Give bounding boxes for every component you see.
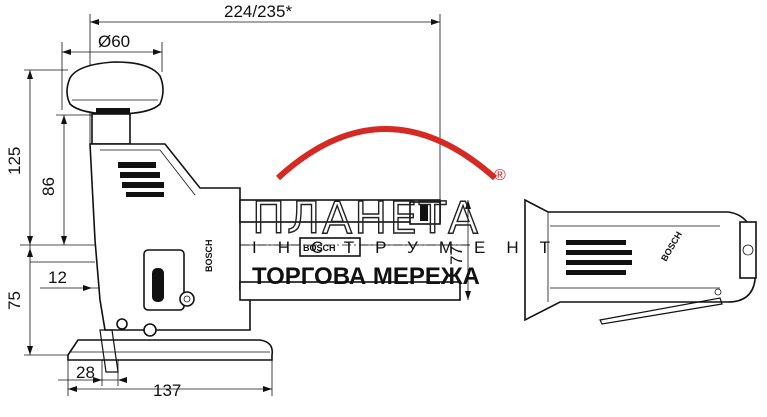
- dim-overall-length: 224/235*: [89, 2, 441, 215]
- overall-length-label: 224/235*: [224, 2, 292, 21]
- total-height-label: 125: [5, 147, 24, 175]
- small-offset-label: 12: [48, 268, 67, 287]
- base-plate: [67, 339, 274, 361]
- dim-base-length: 137: [67, 360, 273, 400]
- blade-offset-label: 28: [76, 363, 95, 382]
- knob-height-label: 86: [39, 177, 58, 196]
- side-height-label: 77: [447, 246, 466, 265]
- planeta-watermark: ПЛАНЕТА ® ІНСТРУМЕНТ ТОРГОВА МЕРЕЖА: [251, 126, 571, 290]
- front-tool-logo: BOSCH: [204, 239, 214, 272]
- top-view-body: [524, 198, 756, 322]
- side-view-tool: BOSCH BOSCH: [66, 61, 470, 373]
- knob-diameter-label: Ø60: [98, 32, 130, 51]
- vent-slots: [118, 162, 164, 197]
- watermark-brand: ПЛАНЕТА: [252, 193, 480, 244]
- top-view-vents: [566, 240, 632, 275]
- dim-total-height: 125: [5, 69, 68, 245]
- watermark-subtitle: ІНСТРУМЕНТ: [252, 238, 571, 257]
- watermark-arc: [275, 126, 497, 181]
- dim-lower-height: 75: [5, 245, 75, 356]
- lower-height-label: 75: [5, 291, 24, 310]
- dim-small-offset: 12: [40, 268, 117, 291]
- watermark-tagline: ТОРГОВА МЕРЕЖА: [252, 263, 480, 290]
- dim-knob-diameter: Ø60: [61, 32, 163, 110]
- registered-mark: ®: [494, 167, 506, 184]
- knob-shape: [66, 61, 164, 115]
- base-length-label: 137: [153, 381, 181, 400]
- dim-knob-height: 86: [39, 114, 95, 245]
- lever: [599, 297, 723, 325]
- dim-side-height: 77: [447, 200, 471, 300]
- side-tool-logo: BOSCH: [303, 243, 336, 253]
- blade: [99, 329, 119, 373]
- top-view-tool: BOSCH: [524, 198, 757, 325]
